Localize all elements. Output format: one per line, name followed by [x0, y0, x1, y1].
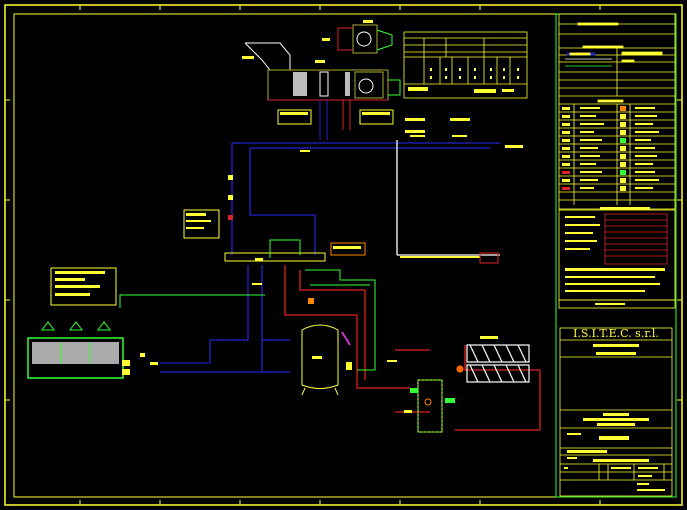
- dry-cooler-unit: [27, 321, 130, 379]
- air-handling-unit: [242, 20, 401, 101]
- title-block-lettering: [564, 344, 665, 491]
- hot-water-pipes: [284, 265, 541, 431]
- coil-detail-panels: [277, 100, 394, 140]
- control-lines: [119, 239, 376, 371]
- spec-table-panel: [558, 13, 676, 210]
- pipe-legend-table: [558, 207, 676, 309]
- company-name: I.S.I.T.E.C. s.r.l.: [573, 327, 659, 340]
- drawing-frame: [4, 4, 683, 506]
- title-block: [559, 327, 673, 497]
- table-cells: [408, 68, 519, 93]
- dry-cooler-data-box: [50, 267, 117, 306]
- chilled-water-pipes: [160, 140, 500, 373]
- solar-boiler: [410, 379, 455, 433]
- legend-symbols: [562, 106, 659, 191]
- storage-tank: [301, 324, 351, 396]
- equipment-data-table: [403, 31, 528, 99]
- solar-panels: [456, 336, 530, 383]
- collector-manifold: [183, 209, 499, 264]
- valve-annotations: [140, 118, 523, 413]
